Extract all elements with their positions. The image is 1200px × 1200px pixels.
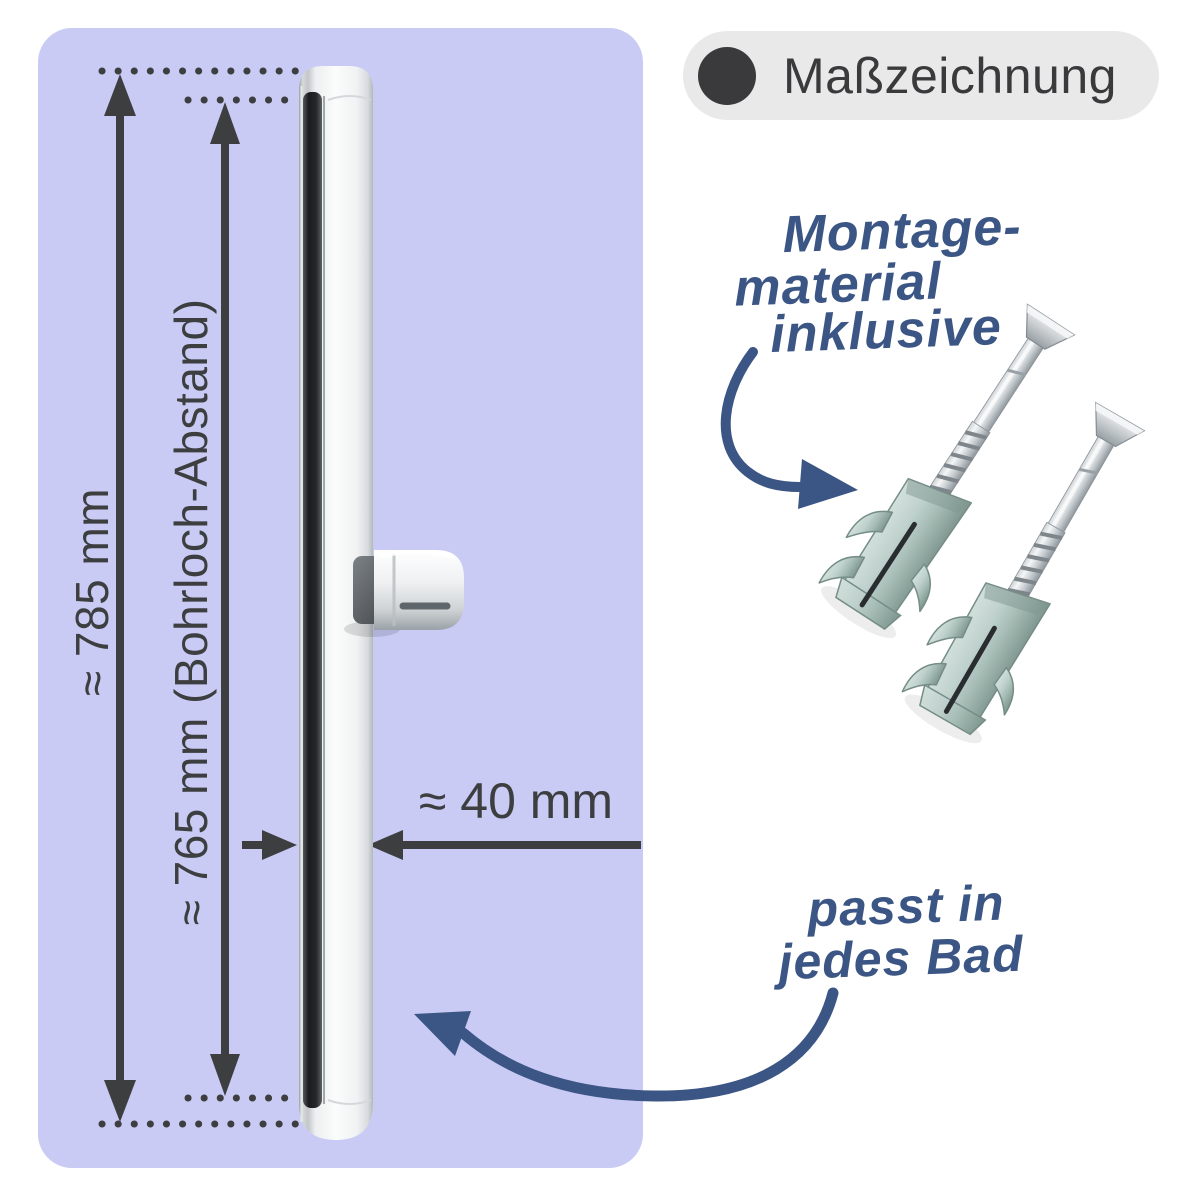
annotation-mounting-line3: inklusive	[769, 297, 1003, 365]
dimension-arrow-785	[104, 74, 136, 1122]
annotation-fits-line2: jedes Bad	[777, 925, 1025, 991]
dot-icon	[698, 46, 756, 105]
label-hole-distance: ≈ 765 mm (Bohrloch-Abstand)	[165, 298, 217, 926]
dimension-arrow-765	[210, 102, 240, 1096]
badge-label: Maßzeichnung	[783, 47, 1117, 104]
mounting-annotation-arrow	[720, 347, 858, 509]
slider-holder-illustration	[344, 550, 464, 637]
title-badge: Maßzeichnung	[683, 31, 1159, 120]
label-depth: ≈ 40 mm	[418, 773, 614, 829]
extension-dotted-lines	[98, 67, 304, 1128]
fits-annotation-arrow	[414, 987, 839, 1102]
wall-anchor-2	[893, 390, 1163, 755]
dimension-arrow-40	[242, 830, 641, 860]
shower-rail-illustration	[299, 66, 373, 1140]
label-total-height: ≈ 785 mm	[66, 487, 118, 697]
